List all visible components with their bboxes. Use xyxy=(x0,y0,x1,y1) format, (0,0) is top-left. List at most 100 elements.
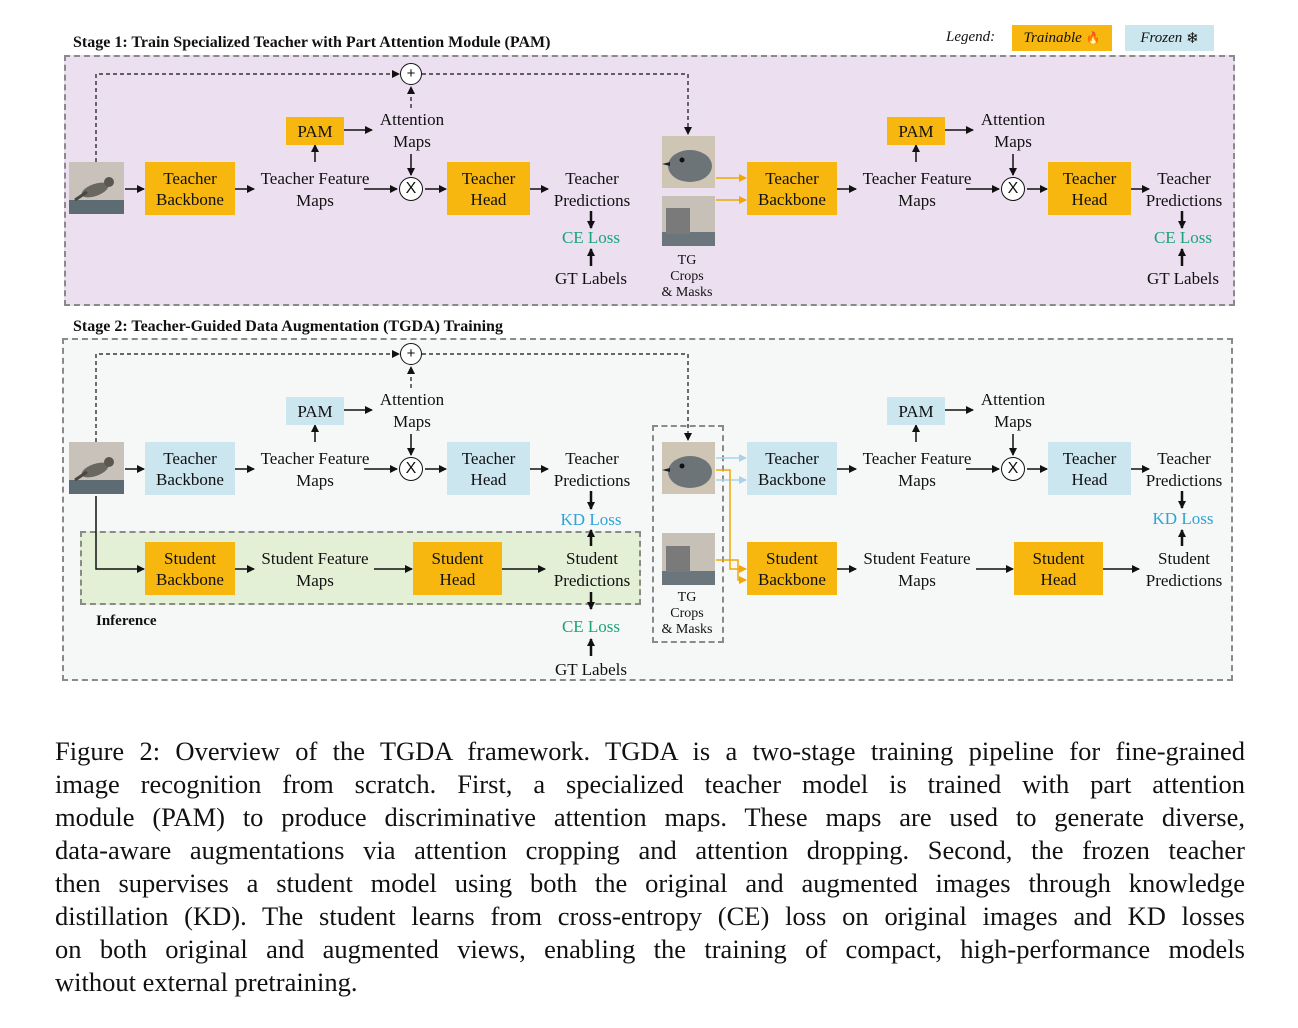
attention-maps-line2: Maps xyxy=(393,412,431,431)
student-head-label: Head xyxy=(439,569,476,589)
ce-loss-label: CE Loss xyxy=(1153,228,1213,247)
bird-image xyxy=(69,162,124,214)
ce-loss-label: CE Loss xyxy=(561,228,621,247)
tg-line2: Crops xyxy=(670,269,704,284)
teacher-backbone-label: Backbone xyxy=(156,469,224,489)
student-head-label: Student xyxy=(431,548,484,568)
pam-box: PAM xyxy=(286,117,344,145)
attention-maps-line2: Maps xyxy=(994,132,1032,151)
attention-maps-line2: Maps xyxy=(393,132,431,151)
tg-line1: TG xyxy=(677,590,697,605)
student-predictions-line2: Predictions xyxy=(1145,571,1223,590)
tg-line3: & Masks xyxy=(661,285,713,300)
teacher-head-label: Head xyxy=(1071,189,1108,209)
snowflake-icon: ❄ xyxy=(1186,30,1199,47)
pam-label: PAM xyxy=(898,121,934,141)
student-predictions-line1: Student xyxy=(1158,549,1210,568)
caption-line: distillation (KD). The student learns fr… xyxy=(55,901,1245,931)
caption-line: data-aware augmentations via attention c… xyxy=(55,835,1245,865)
teacher-predictions-line2: Predictions xyxy=(553,191,631,210)
pam-label: PAM xyxy=(297,401,333,421)
teacher-feature-maps-line2: Maps xyxy=(898,191,936,210)
pam-label: PAM xyxy=(898,401,934,421)
teacher-feature-maps-line2: Maps xyxy=(296,191,334,210)
teacher-backbone-label: Backbone xyxy=(758,469,826,489)
student-head-label: Student xyxy=(1032,548,1085,568)
caption-line: on both original and augmented views, en… xyxy=(55,934,1245,964)
multiply-circle: X xyxy=(1001,457,1025,481)
student-feature-maps-line1: Student Feature xyxy=(261,549,369,568)
teacher-head-label: Head xyxy=(1071,469,1108,489)
attention-maps-line2: Maps xyxy=(994,412,1032,431)
attention-maps-line1: Attention xyxy=(379,390,445,409)
tg-mask-image xyxy=(662,196,715,246)
tg-crop-image xyxy=(662,442,715,494)
stage1-panel xyxy=(64,55,1235,306)
multiply-circle: X xyxy=(399,457,423,481)
teacher-feature-maps-line1: Teacher Feature xyxy=(260,169,370,188)
stage2-title: Stage 2: Teacher-Guided Data Augmentatio… xyxy=(73,318,503,335)
caption-line: without external pretraining. xyxy=(55,967,358,997)
teacher-predictions-line1: Teacher xyxy=(565,169,619,188)
teacher-backbone-label: Teacher xyxy=(765,168,819,188)
teacher-feature-maps-line1: Teacher Feature xyxy=(260,449,370,468)
multiply-circle: X xyxy=(1001,177,1025,201)
bird-image xyxy=(69,442,124,494)
stage1-arrows xyxy=(95,70,1186,266)
times-symbol: X xyxy=(1007,180,1019,197)
student-head-label: Head xyxy=(1040,569,1077,589)
pam-label: PAM xyxy=(297,121,333,141)
pam-box: PAM xyxy=(887,117,945,145)
student-predictions-line2: Predictions xyxy=(553,571,631,590)
inference-label: Inference xyxy=(96,613,157,629)
stage1-title: Stage 1: Train Specialized Teacher with … xyxy=(73,34,551,51)
ce-loss-label: CE Loss xyxy=(561,617,621,636)
tg-mask-image xyxy=(662,533,715,585)
pam-box: PAM xyxy=(286,397,344,425)
teacher-head-label: Teacher xyxy=(461,168,516,188)
caption-line: then supervises a student model using bo… xyxy=(55,868,1245,898)
times-symbol: X xyxy=(405,180,417,197)
stage2-panel xyxy=(62,338,1233,681)
tg-crop-image xyxy=(662,136,715,188)
student-backbone-label: Backbone xyxy=(758,569,826,589)
times-symbol: X xyxy=(1007,460,1019,477)
teacher-backbone-label: Backbone xyxy=(758,189,826,209)
tg-line3: & Masks xyxy=(661,622,713,637)
stage2-arrows xyxy=(95,350,1186,656)
legend-frozen-label: Frozen xyxy=(1140,29,1183,46)
plus-symbol: + xyxy=(406,65,416,82)
teacher-predictions-line1: Teacher xyxy=(1157,169,1211,188)
kd-loss-label: KD Loss xyxy=(560,510,622,529)
teacher-feature-maps-line2: Maps xyxy=(296,471,334,490)
teacher-backbone-label: Backbone xyxy=(156,189,224,209)
caption-line: module (PAM) to produce discriminative a… xyxy=(55,802,1245,832)
flame-icon: 🔥 xyxy=(1085,30,1101,45)
student-feature-maps-line1: Student Feature xyxy=(863,549,971,568)
legend-frozen: Frozen ❄ xyxy=(1125,25,1214,51)
